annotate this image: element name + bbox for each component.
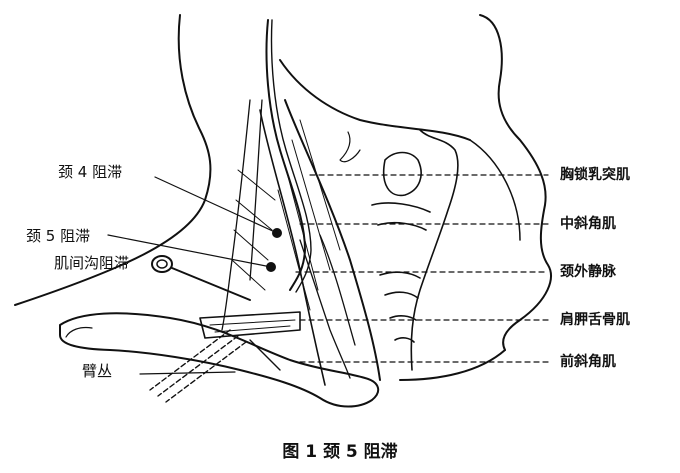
label-c4-block: 颈 4 阻滞 (58, 163, 123, 181)
clavicle (59, 312, 380, 408)
posterior-neck-outline (14, 14, 212, 306)
left-leader-lines (107, 176, 278, 375)
label-external-jugular-vein: 颈外静脉 (560, 264, 616, 280)
external-jugular-vein (265, 19, 361, 293)
label-interscalene-block: 肌间沟阻滞 (54, 254, 130, 272)
larynx-trachea (371, 129, 459, 371)
figure-caption: 图 1 颈 5 阻滞 (282, 442, 398, 462)
right-leader-lines (295, 174, 549, 363)
label-middle-scalene: 中斜角肌 (560, 216, 616, 232)
face-outline (399, 14, 552, 381)
label-brachial-plexus: 臂丛 (82, 362, 113, 380)
mandible-outline (279, 59, 521, 241)
label-anterior-scalene: 前斜角肌 (560, 354, 616, 370)
needle (151, 255, 251, 301)
scalene-muscles (221, 99, 356, 379)
brachial-plexus (149, 329, 281, 403)
label-sternocleidomastoid: 胸锁乳突肌 (560, 167, 630, 183)
label-omohyoid: 肩胛舌骨肌 (560, 312, 630, 328)
label-c5-block: 颈 5 阻滞 (26, 227, 91, 245)
omohyoid-muscle (199, 311, 301, 339)
